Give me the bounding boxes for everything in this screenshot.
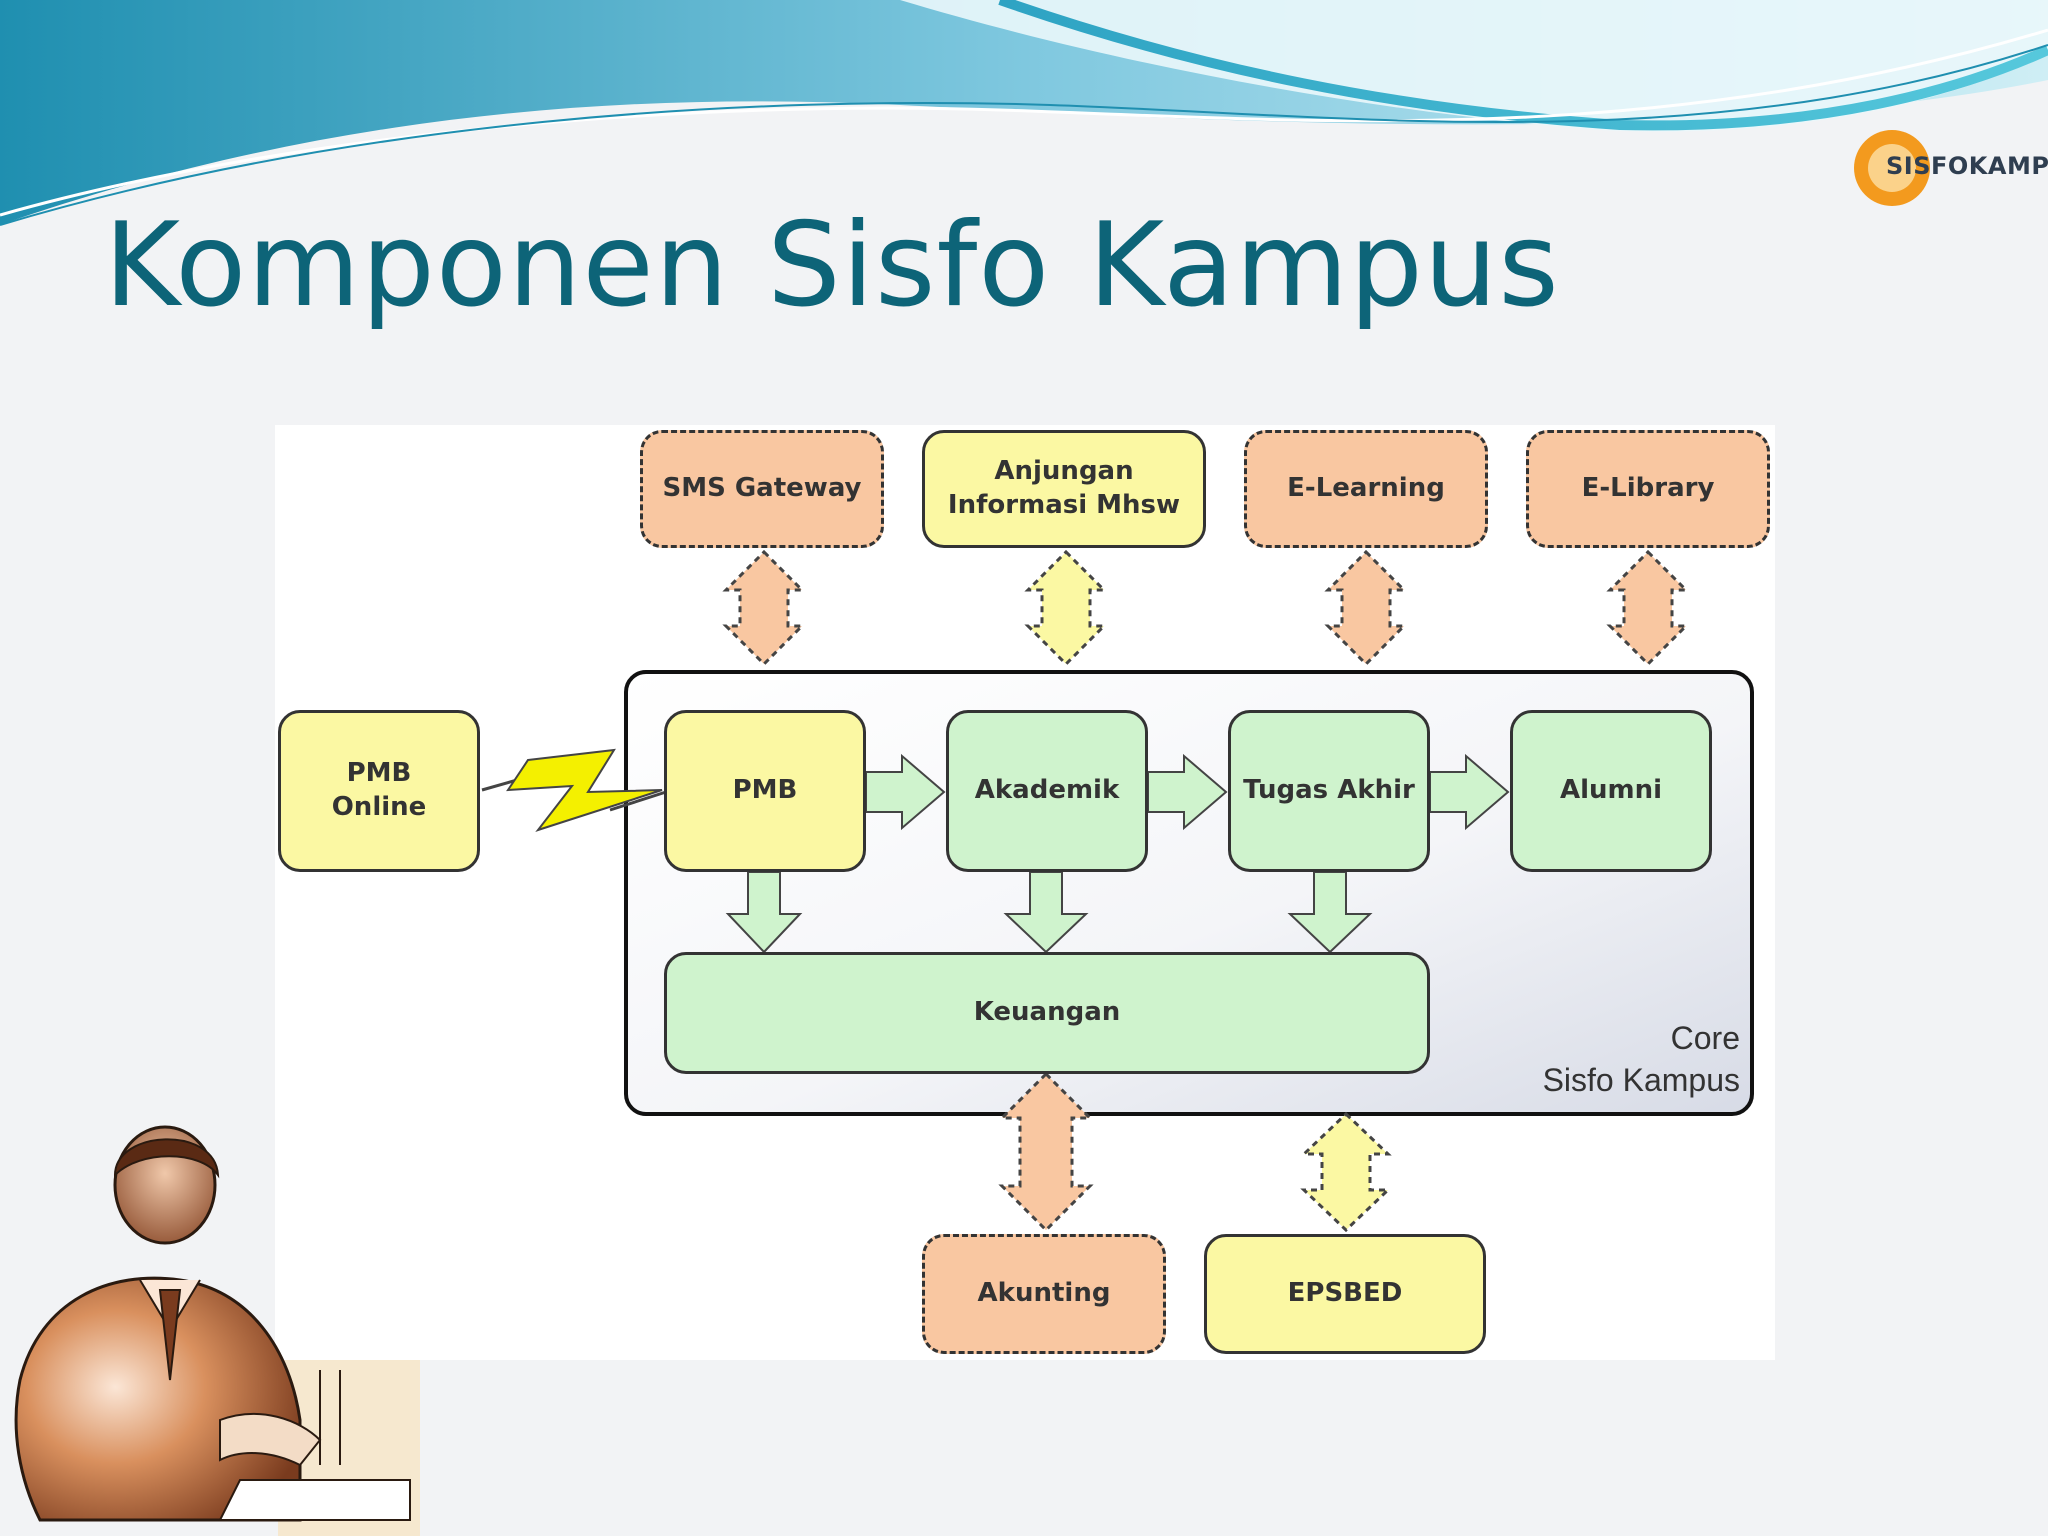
box-akunting: Akunting	[922, 1234, 1166, 1354]
arrow-akademik-keuangan	[1003, 871, 1089, 954]
arrow-pmb-akademik	[865, 753, 946, 831]
box-tugas-akhir-label: Tugas Akhir	[1243, 775, 1415, 806]
box-akademik: Akademik	[946, 710, 1148, 872]
core-label-line1: Core	[1670, 1020, 1740, 1056]
arrow-akademik-tugasakhir	[1147, 753, 1228, 831]
box-sms-gateway-label: SMS Gateway	[662, 473, 862, 504]
logo-text: SISFOKAMPUS	[1886, 152, 2048, 180]
box-pmb: PMB	[664, 710, 866, 872]
slide-title: Komponen Sisfo Kampus	[104, 198, 1560, 333]
box-alumni: Alumni	[1510, 710, 1712, 872]
core-container-label: Core Sisfo Kampus	[1543, 1018, 1740, 1101]
arrow-pmb-keuangan	[725, 871, 803, 954]
box-akunting-label: Akunting	[977, 1278, 1111, 1309]
arrow-elearning-core	[1324, 549, 1408, 667]
header-wave-decoration	[0, 0, 2048, 226]
arrow-tugasakhir-alumni	[1429, 753, 1510, 831]
core-label-line2: Sisfo Kampus	[1542, 1061, 1740, 1098]
box-tugas-akhir: Tugas Akhir	[1228, 710, 1430, 872]
box-e-learning-label: E-Learning	[1287, 473, 1445, 504]
box-alumni-label: Alumni	[1559, 775, 1663, 806]
box-pmb-online: PMB Online	[278, 710, 480, 872]
box-akademik-label: Akademik	[974, 775, 1120, 806]
arrow-sms-core	[722, 549, 806, 667]
box-keuangan: Keuangan	[664, 952, 1430, 1074]
box-pmb-online-label: PMB Online	[331, 758, 427, 822]
arrow-core-epsbed	[1300, 1111, 1392, 1233]
box-epsbed: EPSBED	[1204, 1234, 1486, 1354]
lightning-bolt-icon	[506, 748, 663, 832]
arrow-anjungan-core	[1024, 549, 1108, 667]
box-pmb-label: PMB	[732, 775, 798, 806]
arrow-keuangan-akunting	[998, 1071, 1094, 1233]
arrow-elibrary-core	[1606, 549, 1690, 667]
box-e-library: E-Library	[1526, 430, 1770, 548]
box-e-library-label: E-Library	[1581, 473, 1715, 504]
sisfokampus-logo	[1854, 130, 1930, 206]
box-sms-gateway: SMS Gateway	[640, 430, 884, 548]
box-epsbed-label: EPSBED	[1287, 1278, 1403, 1309]
box-anjungan-informasi: Anjungan Informasi Mhsw	[922, 430, 1206, 548]
box-anjungan-informasi-label: Anjungan Informasi Mhsw	[947, 456, 1181, 520]
pmb-online-link-line-right	[609, 790, 667, 812]
businessman-clipart	[14, 1125, 420, 1536]
box-keuangan-label: Keuangan	[973, 997, 1121, 1028]
box-e-learning: E-Learning	[1244, 430, 1488, 548]
arrow-tugasakhir-keuangan	[1287, 871, 1373, 954]
